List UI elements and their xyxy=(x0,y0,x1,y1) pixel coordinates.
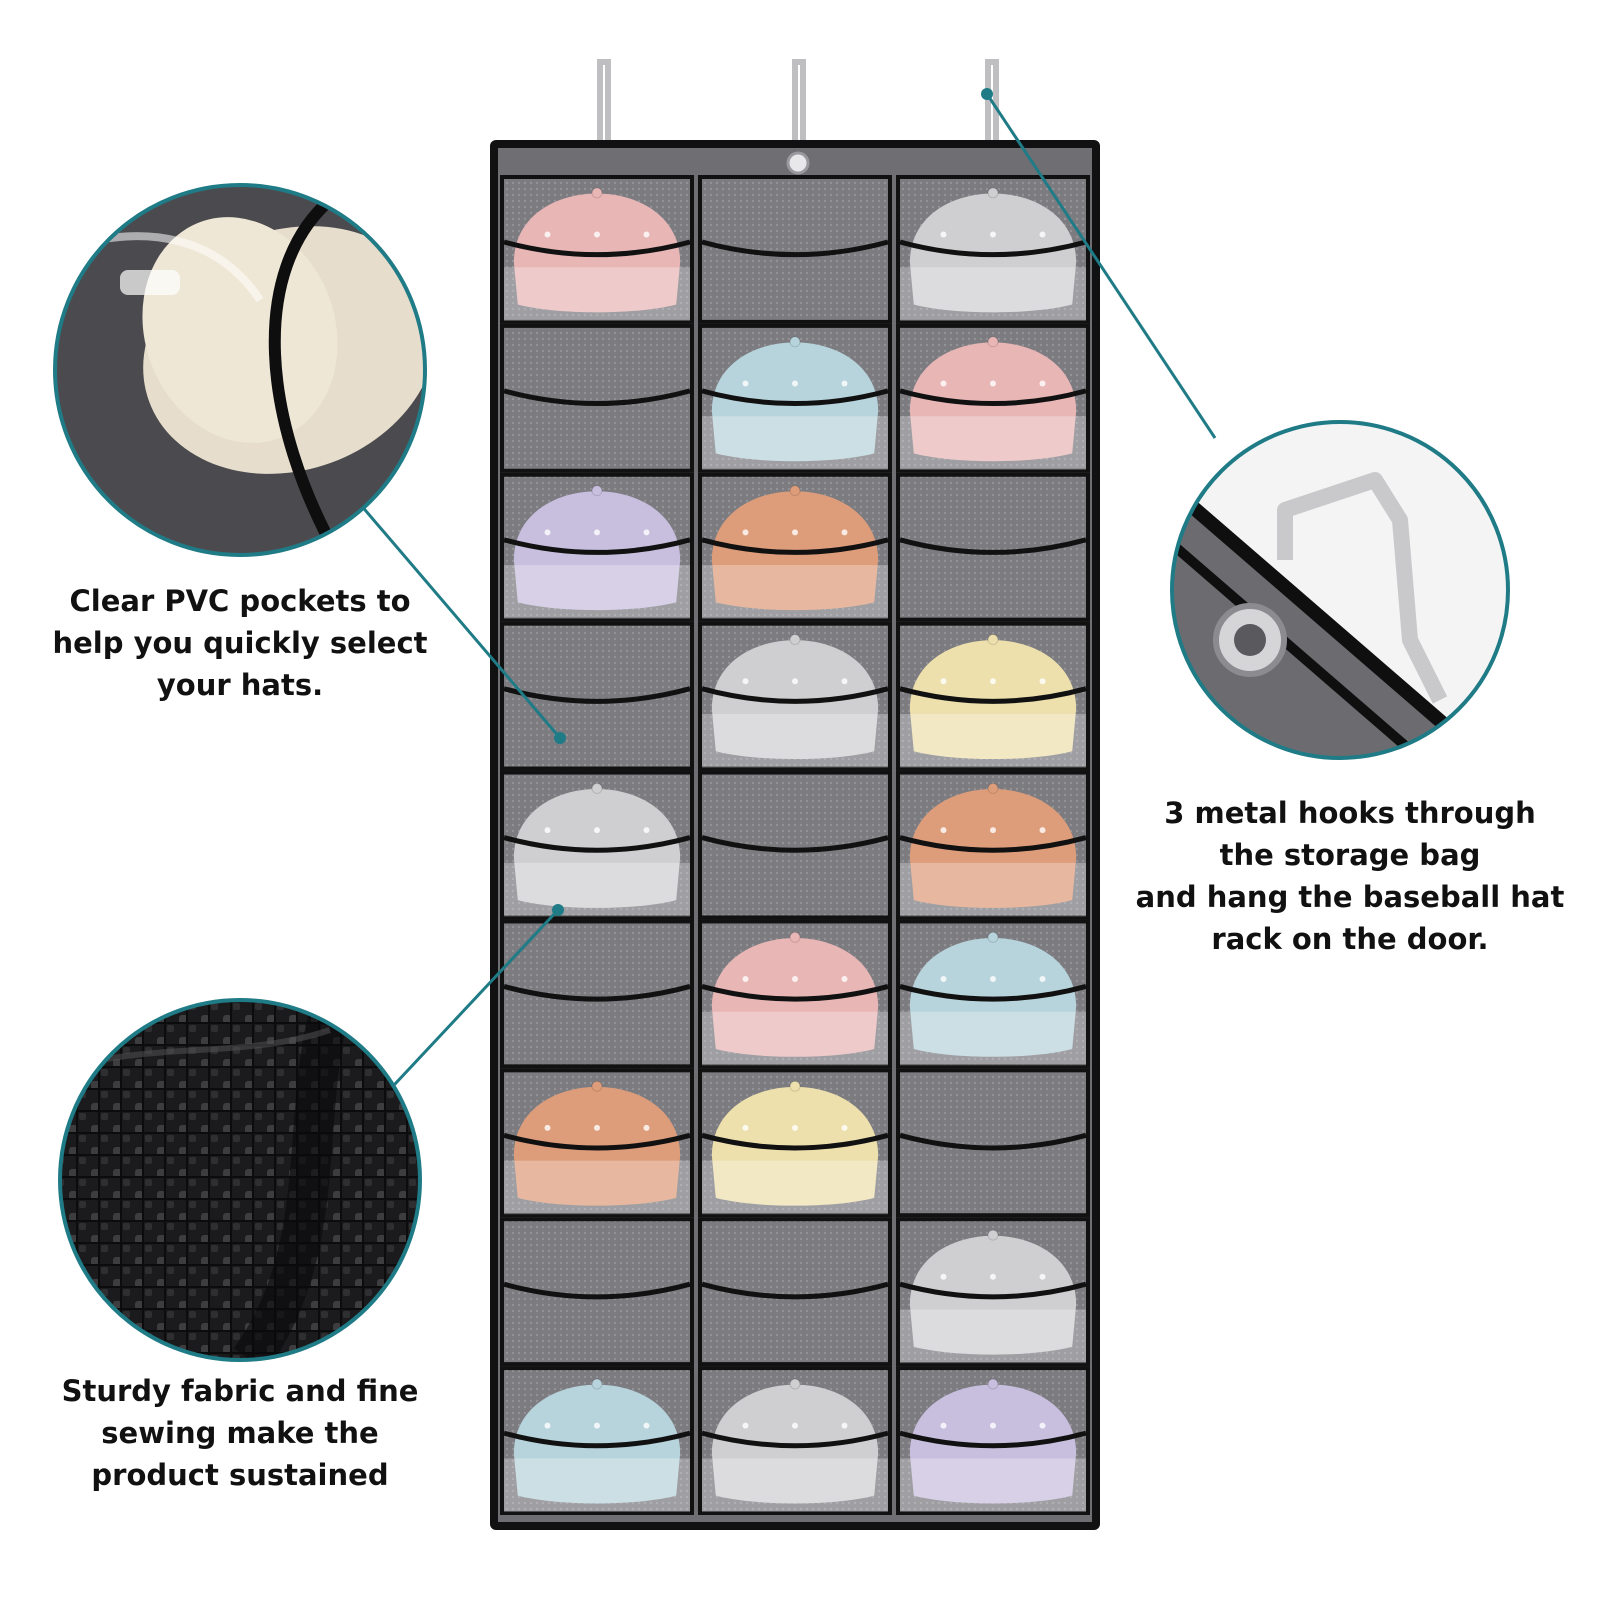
grommet xyxy=(786,151,810,175)
pocket xyxy=(698,472,892,622)
pocket xyxy=(500,770,694,920)
callout-lines xyxy=(346,88,1217,1102)
hat-organizer-panel xyxy=(490,140,1100,1530)
caption-line: Sturdy fabric and fine xyxy=(61,1374,419,1408)
detail-circle-hook xyxy=(1170,420,1510,760)
pocket xyxy=(896,770,1090,920)
pocket xyxy=(698,770,892,920)
pocket xyxy=(896,175,1090,324)
pocket xyxy=(698,323,892,473)
pocket xyxy=(698,175,892,324)
pocket xyxy=(698,919,892,1069)
caption-line: and hang the baseball hat xyxy=(1135,880,1565,914)
pocket xyxy=(500,1068,694,1218)
pocket xyxy=(896,1366,1090,1515)
caption-line: help you quickly select xyxy=(52,626,428,660)
pocket xyxy=(698,621,892,771)
pocket xyxy=(500,472,694,622)
pocket xyxy=(698,1068,892,1218)
pocket xyxy=(500,323,694,473)
pocket xyxy=(896,472,1090,622)
caption-line: Clear PVC pockets to xyxy=(69,584,411,618)
caption-line: the storage bag xyxy=(1219,838,1481,872)
caption-metal-hooks: 3 metal hooks through the storage bag an… xyxy=(1130,792,1570,960)
caption-sturdy-fabric: Sturdy fabric and fine sewing make the p… xyxy=(30,1370,450,1496)
caption-pvc-pockets: Clear PVC pockets to help you quickly se… xyxy=(20,580,460,706)
pocket xyxy=(896,1217,1090,1367)
metal-hooks xyxy=(597,59,999,152)
caption-line: your hats. xyxy=(156,668,324,702)
pocket xyxy=(500,621,694,771)
pocket xyxy=(500,1217,694,1367)
pocket xyxy=(896,323,1090,473)
detail-circle-pvc-pocket xyxy=(53,183,427,557)
caption-line: 3 metal hooks through xyxy=(1164,796,1536,830)
pocket xyxy=(500,1366,694,1515)
pocket xyxy=(500,919,694,1069)
pocket xyxy=(698,1217,892,1367)
caption-line: sewing make the xyxy=(101,1416,379,1450)
pocket xyxy=(896,621,1090,771)
pocket xyxy=(698,1366,892,1515)
pocket xyxy=(896,919,1090,1069)
caption-line: rack on the door. xyxy=(1211,922,1489,956)
detail-circle-fabric xyxy=(58,998,422,1362)
pocket xyxy=(896,1068,1090,1218)
caption-line: product sustained xyxy=(91,1458,389,1492)
pocket xyxy=(500,175,694,324)
